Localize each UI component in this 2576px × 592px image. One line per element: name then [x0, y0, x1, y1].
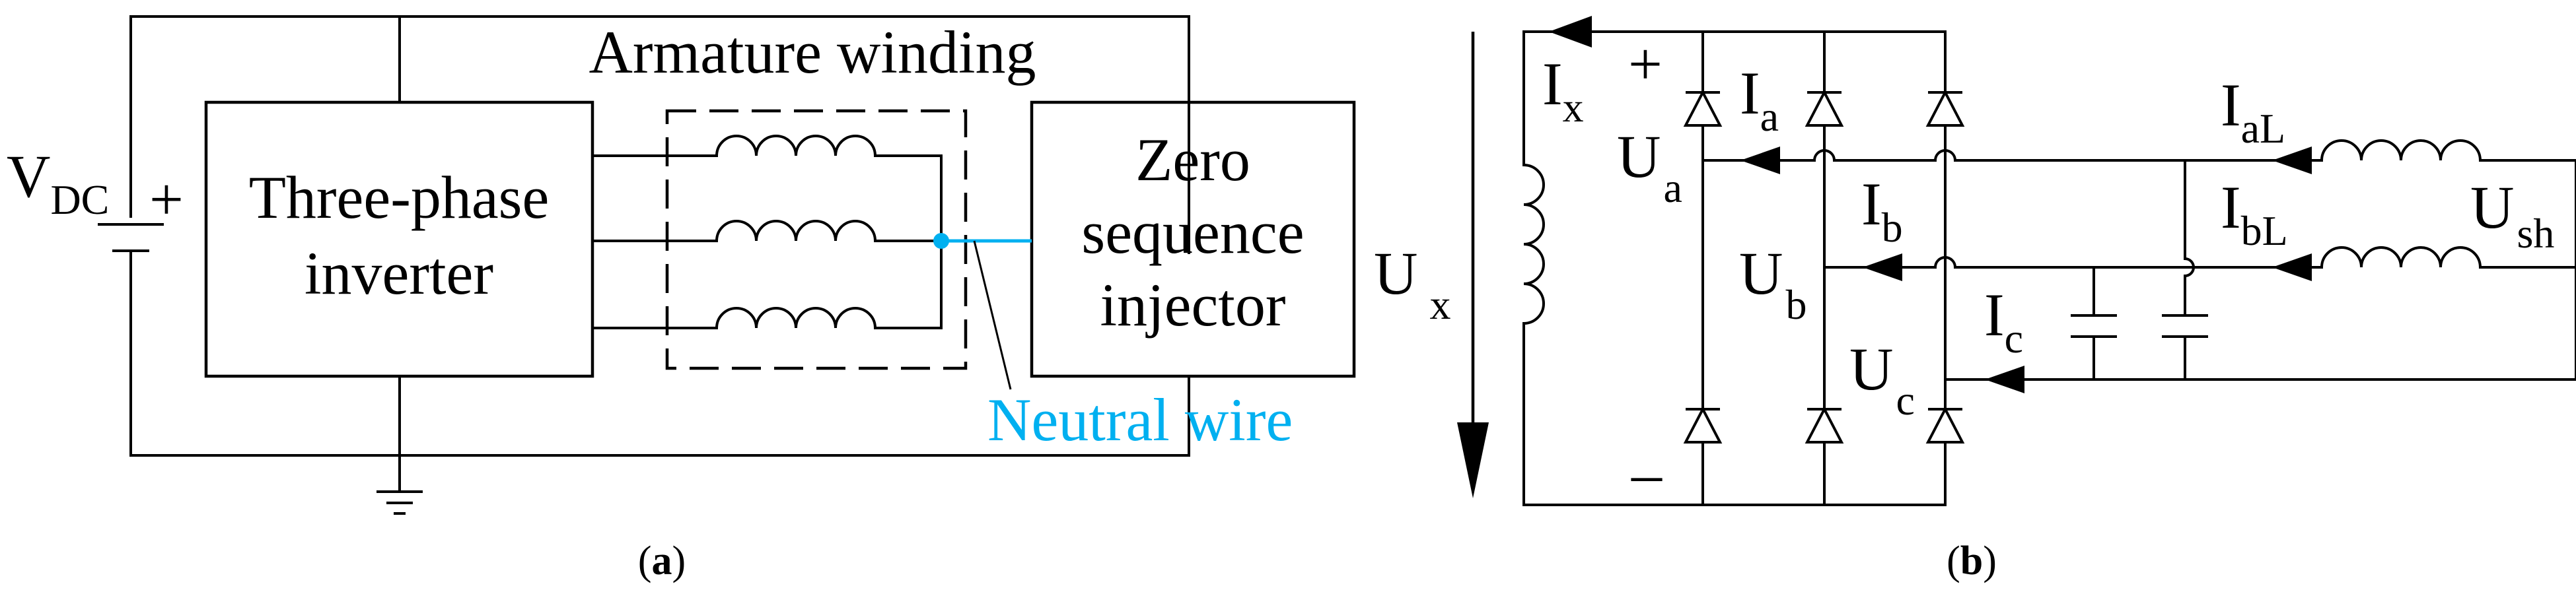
- ux-arrow: [1457, 32, 1489, 498]
- inverter-label-line1: Three-phase: [249, 164, 550, 231]
- inverter-label-line2: inverter: [304, 240, 493, 307]
- ground-icon: [376, 490, 423, 515]
- ia-arrowhead: [1740, 147, 1780, 174]
- ic-arrowhead: [1985, 366, 2024, 393]
- diode-top-b: [1805, 89, 1844, 127]
- capacitor-1: [2071, 267, 2117, 379]
- caption-a: (a): [638, 539, 686, 583]
- ix-arrowhead: [1549, 16, 1592, 48]
- ibl-arrowhead: [2272, 253, 2312, 281]
- ibl-label: IbL: [2221, 174, 2288, 254]
- diode-bottom-b: [1805, 406, 1844, 444]
- phase-coil-b: [592, 220, 941, 242]
- diode-top-a: [1683, 89, 1723, 127]
- ial-arrowhead: [2272, 147, 2312, 174]
- injector-label-line2: sequence: [1081, 199, 1304, 266]
- neutral-leader-line: [973, 240, 1012, 390]
- phase-a-line: [1703, 139, 2576, 290]
- ia-label: Ia: [1740, 59, 1779, 140]
- caption-b: (b): [1947, 539, 1997, 583]
- neutral-node: [933, 233, 949, 249]
- ic-label: Ic: [1984, 281, 2023, 362]
- ush-label: Ush: [2470, 174, 2554, 257]
- phase-b-line: [1824, 246, 2576, 269]
- phase-coil-c: [592, 241, 943, 329]
- ib-arrowhead: [1863, 253, 1902, 281]
- plus-sign: +: [1628, 30, 1663, 98]
- injector-label-line1: Zero: [1135, 126, 1250, 193]
- ib-label: Ib: [1861, 170, 1903, 251]
- top-rail-a: [129, 15, 1190, 254]
- diode-top-c: [1925, 89, 1965, 127]
- field-winding-loop: [1522, 30, 1947, 506]
- ix-label: Ix: [1542, 50, 1584, 131]
- winding-label: Armature winding: [589, 18, 1036, 86]
- diode-bottom-a: [1683, 406, 1723, 444]
- neutral-wire-label: Neutral wire: [987, 386, 1293, 453]
- minus-sign: –: [1631, 440, 1663, 507]
- inverter-box: [204, 100, 594, 378]
- phase-coil-a: [592, 135, 943, 241]
- ua-label: Ua: [1617, 123, 1682, 211]
- source-plus: +: [149, 166, 184, 233]
- injector-label-line3: injector: [1100, 271, 1286, 339]
- uc-label: Uc: [1849, 335, 1915, 424]
- ial-label: IaL: [2221, 71, 2285, 152]
- dc-source: [98, 223, 164, 252]
- ub-label: Ub: [1739, 240, 1807, 328]
- diode-bottom-c: [1925, 406, 1965, 444]
- capacitor-2: [2162, 160, 2208, 379]
- source-label: VDC: [7, 143, 109, 223]
- phase-c-line: [1945, 290, 2576, 381]
- panel-a: VDC + Three-phase inverter Armature wind…: [7, 15, 1356, 583]
